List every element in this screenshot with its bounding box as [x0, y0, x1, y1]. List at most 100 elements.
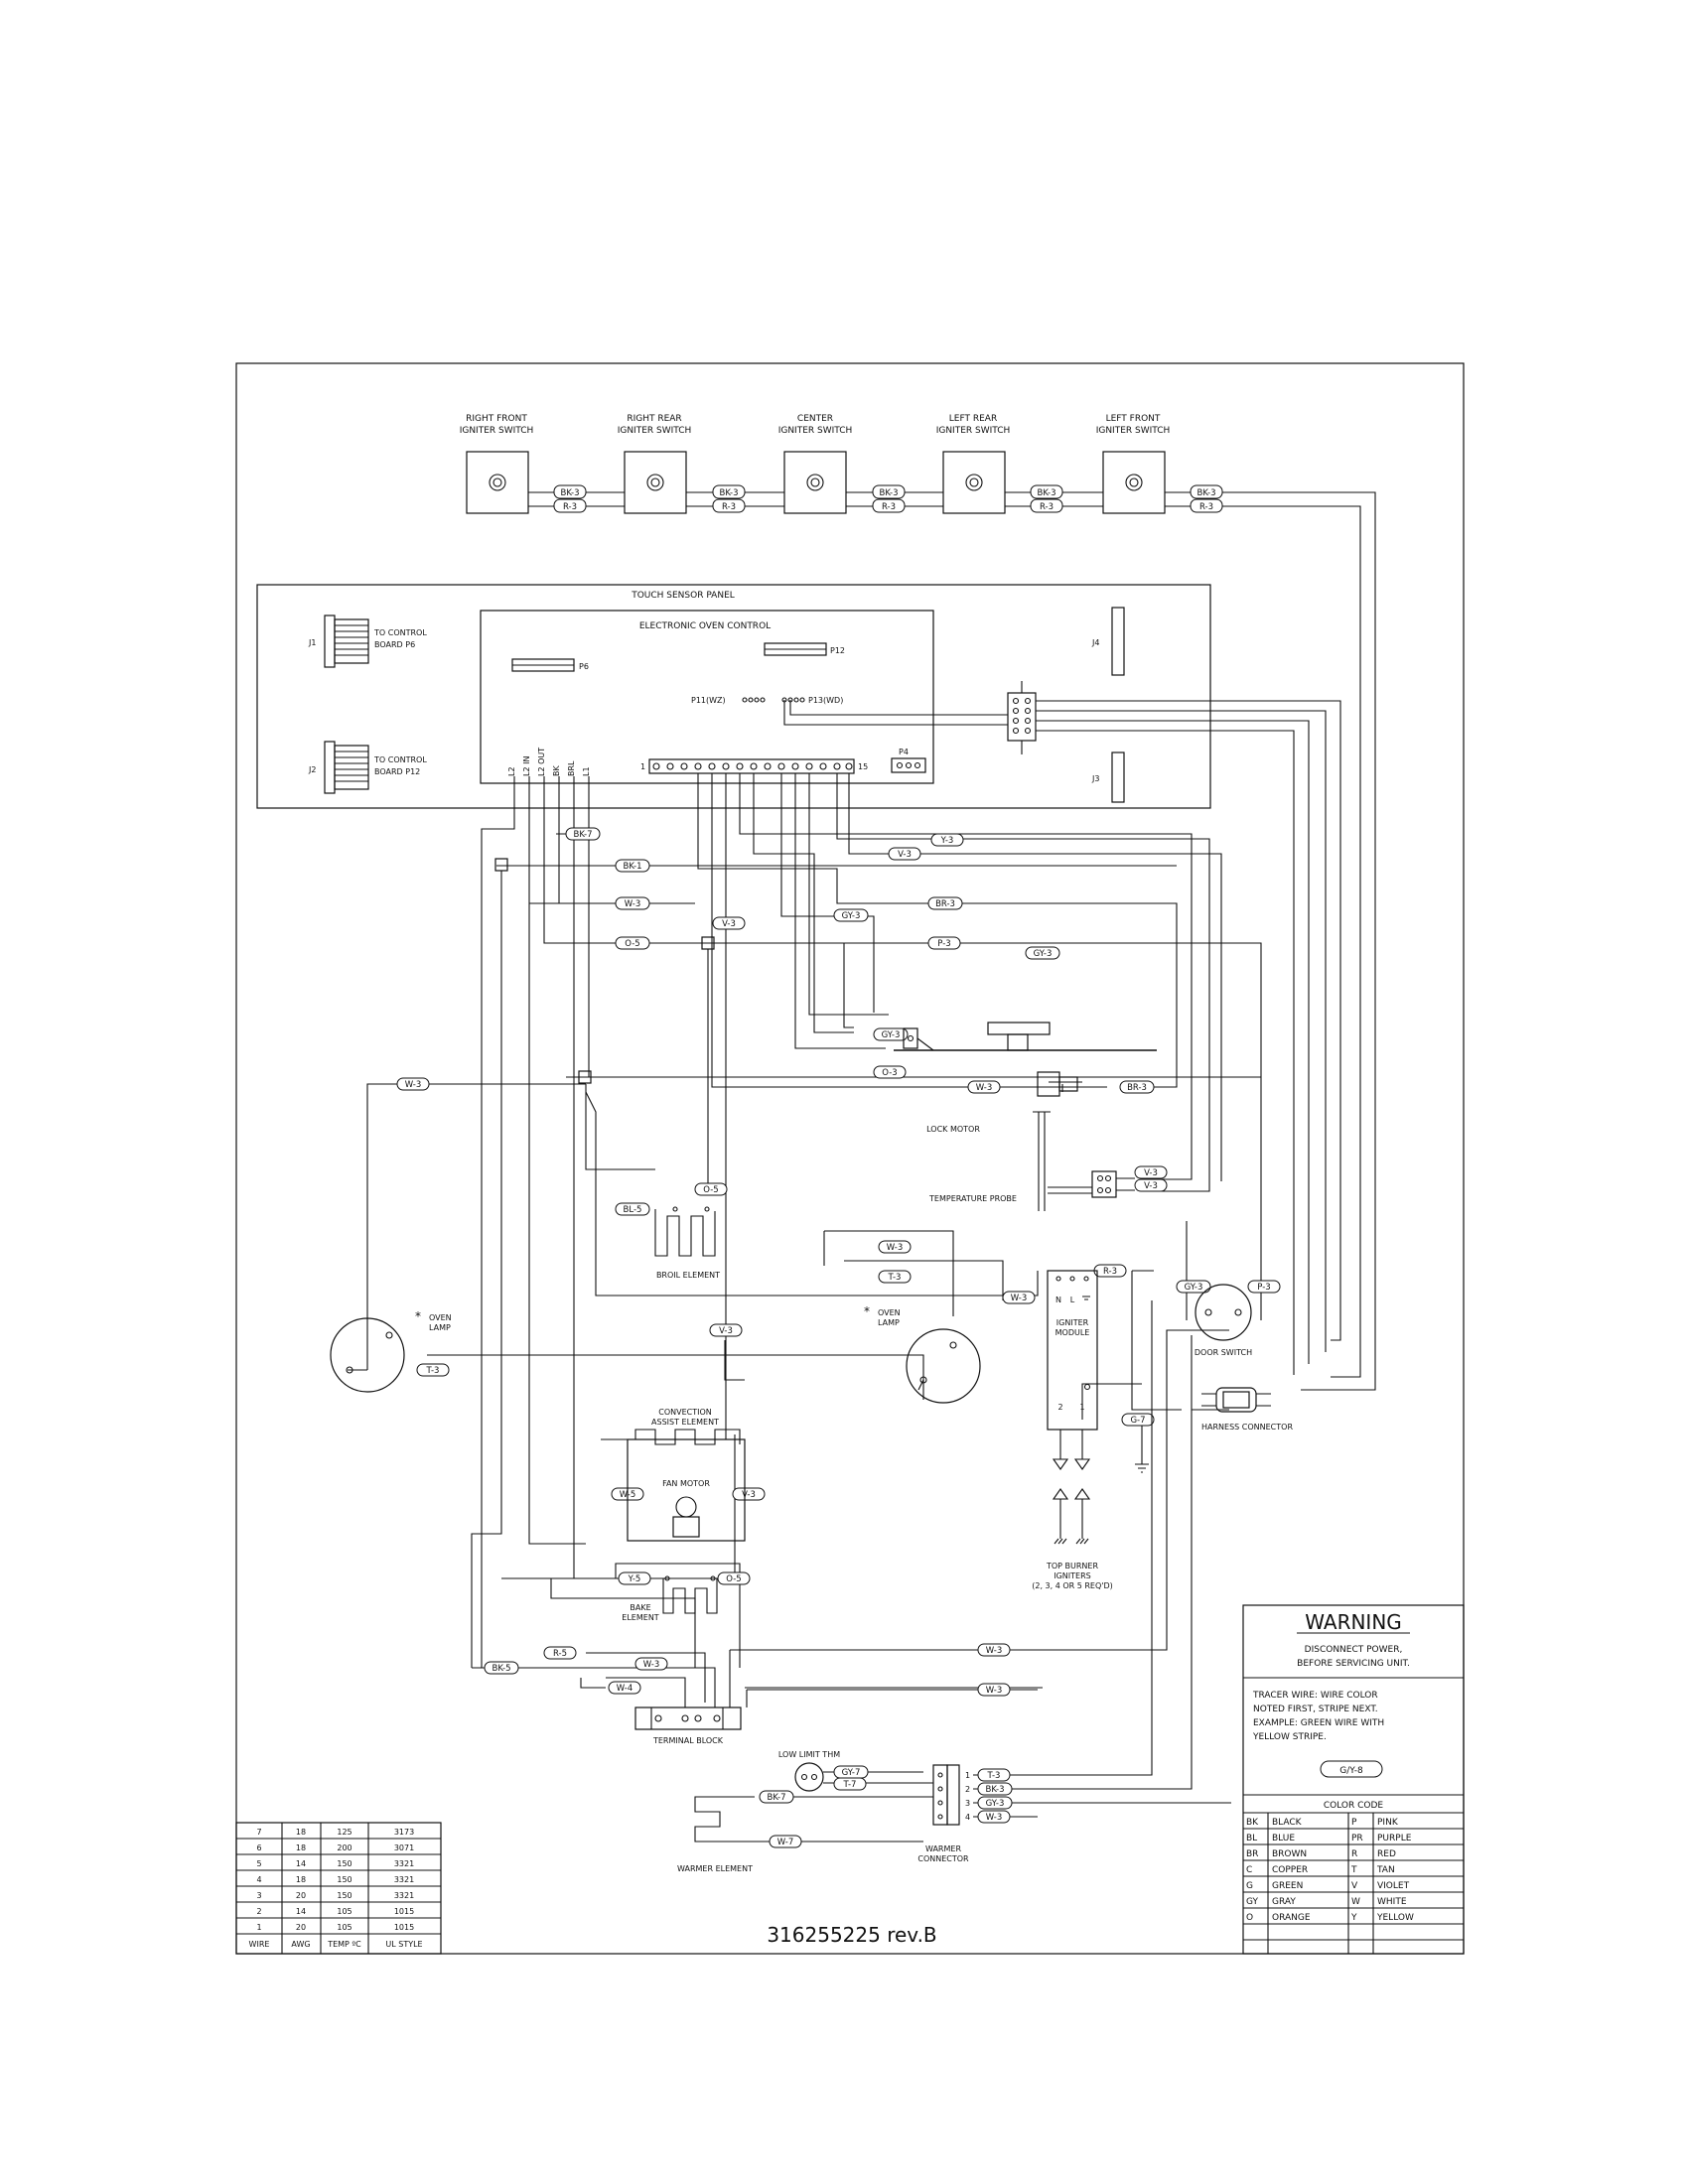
svg-text:BEFORE SERVICING UNIT.: BEFORE SERVICING UNIT.: [1297, 1659, 1410, 1669]
svg-text:3071: 3071: [394, 1843, 414, 1852]
wire-label: W-3: [977, 1643, 1011, 1657]
svg-text:W-3: W-3: [643, 1660, 660, 1670]
svg-text:1: 1: [256, 1923, 261, 1932]
switch-label-1: RIGHT REAR: [627, 414, 681, 424]
svg-text:BRL: BRL: [567, 760, 576, 776]
svg-text:BK-3: BK-3: [986, 1785, 1005, 1795]
eoc-title: ELECTRONIC OVEN CONTROL: [639, 621, 771, 631]
switch-wires: BK-3 R-3 BK-3 R-3 BK-3 R-3 BK-3 R-3 BK-3…: [528, 484, 1376, 1391]
connector-j1: J1 TO CONTROL BOARD P6: [308, 614, 427, 668]
switch-right-rear: RIGHT REAR IGNITER SWITCH: [618, 414, 691, 514]
svg-text:BOARD P12: BOARD P12: [374, 767, 420, 776]
svg-text:BK-3: BK-3: [720, 488, 739, 498]
wire-label: W-3: [634, 1657, 668, 1671]
temperature-probe-label: TEMPERATURE PROBE: [928, 1194, 1017, 1203]
svg-text:1015: 1015: [394, 1923, 414, 1932]
wire-label: P-3: [1247, 1280, 1281, 1294]
harness-connector-label: HARNESS CONNECTOR: [1201, 1423, 1293, 1432]
wire-label: O-5: [615, 936, 650, 950]
connector-p13: P13(WD): [808, 696, 843, 705]
interconnect-block: [783, 681, 1341, 1375]
svg-text:2: 2: [256, 1907, 261, 1916]
wire-label: R-3: [1030, 498, 1063, 513]
wire-label: V-3: [709, 1323, 743, 1337]
svg-text:IGNITER: IGNITER: [1056, 1318, 1089, 1327]
lock-motor-label: LOCK MOTOR: [926, 1125, 980, 1134]
svg-text:V-3: V-3: [719, 1326, 733, 1336]
wire-label: GY-3: [873, 1027, 909, 1041]
switch-center: CENTER IGNITER SWITCH: [778, 414, 852, 514]
wire-label: V-3: [1134, 1165, 1168, 1179]
wire-label: BK-3: [712, 484, 746, 499]
svg-text:125: 125: [337, 1828, 352, 1837]
svg-text:3321: 3321: [394, 1859, 414, 1868]
warning-panel: WARNING DISCONNECT POWER, BEFORE SERVICI…: [1242, 1604, 1465, 1955]
svg-text:105: 105: [337, 1923, 352, 1932]
wire-label: GY-3: [1176, 1280, 1211, 1294]
svg-text:G: G: [1246, 1881, 1253, 1891]
svg-text:105: 105: [337, 1907, 352, 1916]
wire-label: W-3: [967, 1080, 1001, 1094]
svg-text:P-3: P-3: [1257, 1283, 1270, 1293]
touch-sensor-panel: TOUCH SENSOR PANEL J1 TO CONTROL BOARD P…: [256, 584, 1341, 1375]
svg-text:T-7: T-7: [843, 1780, 857, 1790]
line-terminals: L2 L2 IN L2 OUT BK BRL L1: [507, 748, 591, 776]
svg-text:1: 1: [640, 762, 645, 771]
svg-text:W-4: W-4: [617, 1684, 633, 1694]
svg-text:Y-3: Y-3: [940, 836, 954, 846]
svg-text:BL: BL: [1246, 1834, 1257, 1843]
svg-text:V-3: V-3: [898, 850, 912, 860]
table-header: WIRE: [249, 1940, 270, 1949]
wire-label: T-3: [416, 1363, 450, 1377]
svg-text:R-3: R-3: [722, 502, 736, 512]
svg-text:O-3: O-3: [882, 1068, 897, 1078]
svg-text:W-3: W-3: [986, 1813, 1003, 1823]
svg-text:W-3: W-3: [976, 1083, 993, 1093]
svg-text:15: 15: [858, 762, 868, 771]
wire-label: W-3: [615, 896, 650, 910]
svg-text:V-3: V-3: [742, 1490, 756, 1500]
wire-label: BK-3: [977, 1782, 1013, 1796]
svg-text:O: O: [1246, 1913, 1253, 1923]
svg-text:G-7: G-7: [1130, 1416, 1145, 1426]
svg-text:BK-3: BK-3: [880, 488, 899, 498]
svg-text:L2: L2: [507, 766, 516, 776]
svg-text:4: 4: [256, 1875, 261, 1884]
svg-text:PINK: PINK: [1377, 1818, 1399, 1828]
wire-label: G/Y-8: [1320, 1760, 1383, 1778]
door-switch: DOOR SWITCH: [1195, 1284, 1252, 1357]
svg-text:WARMER: WARMER: [925, 1844, 961, 1853]
broil-element-label: BROIL ELEMENT: [656, 1271, 720, 1280]
svg-text:1: 1: [965, 1771, 970, 1780]
svg-text:ORANGE: ORANGE: [1272, 1913, 1311, 1923]
wire-labels: BK-7 BK-1 W-3 O-5 V-3 GY-3 BR-3 P-3 GY-3…: [396, 827, 1281, 1697]
svg-text:BR-3: BR-3: [1127, 1083, 1147, 1093]
svg-text:T-3: T-3: [987, 1771, 1001, 1781]
wire-label: G-7: [1121, 1413, 1155, 1427]
svg-text:TOP BURNER: TOP BURNER: [1046, 1562, 1098, 1570]
svg-text:O-5: O-5: [726, 1574, 741, 1584]
wire-label: W-7: [769, 1835, 802, 1848]
broil-element: BROIL ELEMENT: [654, 1206, 720, 1280]
wire-label: W-3: [878, 1240, 912, 1254]
table-header: UL STYLE: [385, 1940, 422, 1949]
svg-text:GRAY: GRAY: [1272, 1897, 1296, 1907]
switch-right-front: RIGHT FRONT IGNITER SWITCH: [460, 414, 533, 514]
svg-text:W-3: W-3: [887, 1243, 904, 1253]
svg-text:GY-3: GY-3: [986, 1799, 1005, 1809]
terminal-block-label: TERMINAL BLOCK: [652, 1736, 724, 1745]
connector-p11: P11(WZ): [691, 696, 726, 705]
switch-label-1: CENTER: [797, 414, 833, 424]
svg-text:W-3: W-3: [625, 899, 641, 909]
wire-label: R-3: [553, 498, 587, 513]
svg-text:COPPER: COPPER: [1272, 1865, 1308, 1875]
switch-label-1: LEFT REAR: [949, 414, 997, 424]
switch-label-1: LEFT FRONT: [1106, 414, 1161, 424]
svg-text:LAMP: LAMP: [878, 1318, 900, 1327]
svg-text:MODULE: MODULE: [1055, 1328, 1090, 1337]
svg-text:150: 150: [337, 1875, 352, 1884]
wire-label: O-3: [873, 1065, 907, 1079]
